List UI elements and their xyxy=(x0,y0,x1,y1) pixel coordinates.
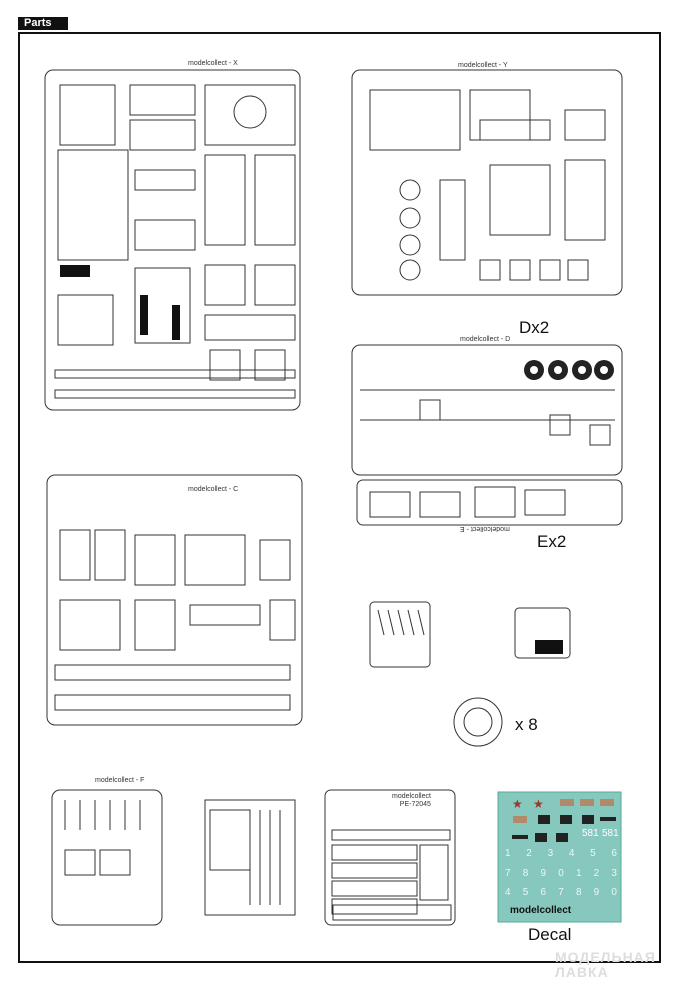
parts-frame xyxy=(18,32,661,963)
sprue-y xyxy=(351,69,623,296)
decal-number-1: 581 xyxy=(582,828,599,839)
parts-header: Parts xyxy=(18,17,68,30)
decal-sheet xyxy=(497,791,622,923)
wheel-quantity: x 8 xyxy=(515,715,538,734)
pe-fret-small-1 xyxy=(369,601,431,668)
hull-part xyxy=(204,799,296,916)
decal-brand: modelcollect xyxy=(510,905,572,916)
decal-number-2: 581 xyxy=(602,828,619,839)
sprue-e-id: modelcollect - E xyxy=(460,525,510,532)
sprue-c xyxy=(46,474,303,726)
svg-text:★: ★ xyxy=(533,797,544,811)
sprue-e xyxy=(356,479,623,526)
pe-black-block xyxy=(535,640,563,654)
sprue-f-id: modelcollect - F xyxy=(95,777,145,784)
decal-label: Decal xyxy=(528,925,572,944)
sprue-c-id: modelcollect - C xyxy=(188,486,239,493)
sprue-d xyxy=(351,344,623,476)
sprue-x-id: modelcollect - X xyxy=(188,60,238,67)
sprue-d-quantity: Dx2 xyxy=(519,318,550,337)
photo-etch-fret xyxy=(324,789,456,926)
sprue-d-id: modelcollect - D xyxy=(460,336,511,343)
svg-text:★: ★ xyxy=(512,797,523,811)
sprue-f xyxy=(51,789,163,926)
sprue-y-id: modelcollect - Y xyxy=(458,62,508,69)
sprue-x xyxy=(44,69,301,411)
road-wheel xyxy=(453,697,503,747)
pe-fret-small-2 xyxy=(514,607,571,659)
sprue-e-quantity: Ex2 xyxy=(537,532,567,551)
